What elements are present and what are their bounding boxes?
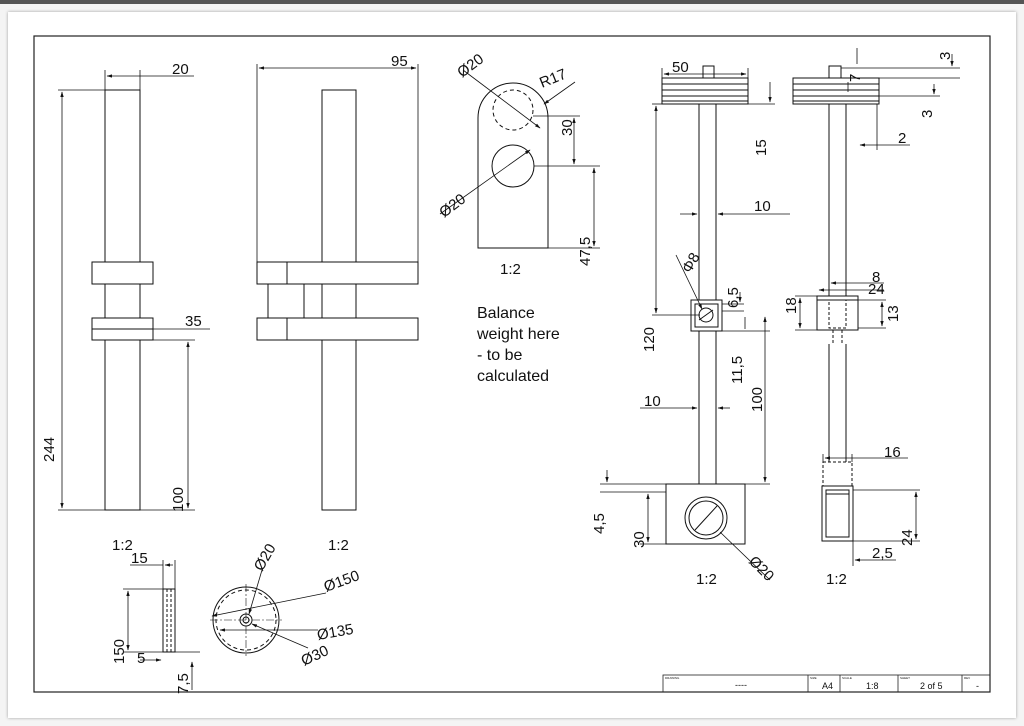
note-line: calculated — [477, 368, 549, 385]
technical-drawing: 20 244 35 100 95 Ø20 R17 30 Ø20 47,5 50 … — [33, 35, 991, 694]
dim-label: 18 — [783, 297, 800, 314]
view-disc — [210, 569, 327, 656]
dim-label: 47,5 — [577, 237, 594, 266]
balance-note: Balance weight here - to be calculated — [476, 305, 560, 385]
dim-label: 2 — [898, 130, 906, 147]
scale-label: 1:2 — [112, 537, 133, 554]
dim-label: 16 — [884, 444, 901, 461]
dim-label: 7,5 — [175, 673, 192, 694]
dim-label: 30 — [631, 531, 648, 548]
scale-labels: 1:2 1:2 1:2 1:2 1:2 — [112, 261, 847, 588]
dim-label: 2,5 — [872, 545, 893, 562]
title-block-sheet-value: 2 of 5 — [920, 681, 943, 691]
dim-label: 30 — [559, 119, 576, 136]
dim-label: 24 — [899, 529, 916, 546]
dim-label: 3 — [919, 110, 936, 118]
dim-label: 20 — [172, 61, 189, 78]
title-block-rev-value: - — [976, 681, 979, 691]
dim-label: 3 — [937, 52, 954, 60]
dim-label: Ø20 — [251, 541, 280, 574]
dim-label: 13 — [885, 305, 902, 322]
title-block-label: SCALE — [842, 676, 852, 680]
dim-label: Ø20 — [745, 553, 777, 585]
dim-label: 6,5 — [725, 287, 742, 308]
title-block-label: SIZE — [810, 676, 817, 680]
view-shaft-left — [58, 70, 210, 511]
dim-label: 50 — [672, 59, 689, 76]
title-block-scale-value: 1:8 — [866, 681, 879, 691]
note-line: - to be — [477, 347, 522, 364]
dim-label: 10 — [754, 198, 771, 215]
dim-label: 35 — [185, 313, 202, 330]
view-front-right — [600, 65, 790, 581]
scale-label: 1:2 — [500, 261, 521, 278]
dim-label: 4,5 — [591, 513, 608, 534]
dim-label: R17 — [537, 66, 569, 92]
dim-label: 8 — [872, 269, 880, 286]
drawing-sheet: 20 244 35 100 95 Ø20 R17 30 Ø20 47,5 50 … — [8, 12, 1016, 718]
dim-label: 100 — [170, 487, 187, 512]
dim-label: 7 — [847, 74, 864, 82]
dim-label: Ø20 — [454, 51, 487, 82]
dim-label: 10 — [644, 393, 661, 410]
window-top-bar — [0, 0, 1024, 4]
title-block-label: SHEET — [900, 676, 910, 680]
title-block-size-value: A4 — [822, 681, 833, 691]
dim-label: 100 — [749, 387, 766, 412]
note-line: Balance — [477, 305, 535, 322]
dim-label: 15 — [131, 550, 148, 567]
dim-label: 120 — [641, 327, 658, 352]
title-block-label: REV — [964, 676, 970, 680]
view-shaft-middle — [256, 64, 419, 511]
dim-label: 150 — [111, 639, 128, 664]
title-block: DRAWING ---- SIZE A4 SCALE 1:8 SHEET 2 o… — [662, 674, 991, 693]
drawing-border — [33, 35, 991, 693]
dim-label: 5 — [137, 650, 145, 667]
scale-label: 1:2 — [826, 571, 847, 588]
dim-label: 11,5 — [729, 356, 746, 384]
dim-label: Ø135 — [316, 621, 355, 644]
title-block-label: DRAWING — [665, 676, 680, 680]
dim-label: Φ8 — [679, 250, 704, 276]
scale-label: 1:2 — [696, 571, 717, 588]
dim-label: 15 — [753, 139, 770, 156]
scale-label: 1:2 — [328, 537, 349, 554]
view-plate — [439, 69, 600, 249]
dim-label: Ø150 — [322, 567, 362, 596]
title-block-drawing-value: ---- — [735, 680, 747, 690]
dim-label: 95 — [391, 53, 408, 70]
note-line: weight here — [476, 326, 560, 343]
dim-label: Ø20 — [436, 191, 469, 222]
view-small-bar — [123, 560, 200, 690]
view-side-right — [792, 48, 960, 566]
dim-label: 244 — [41, 437, 58, 462]
dim-label: 24 — [868, 281, 885, 298]
